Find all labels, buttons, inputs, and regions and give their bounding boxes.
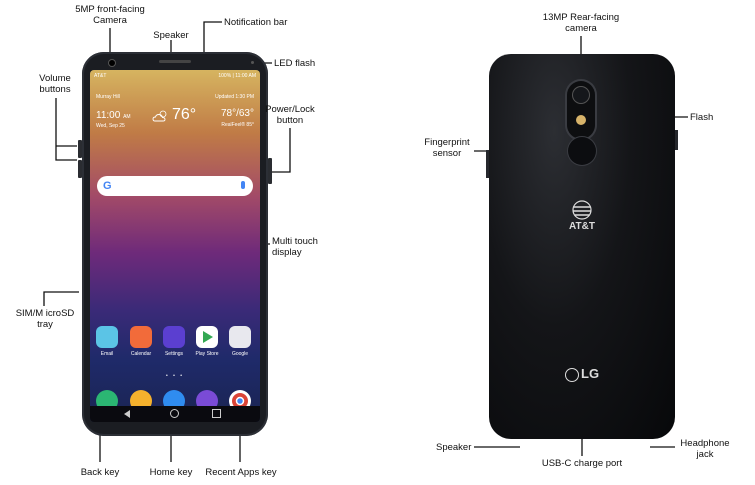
google-search-bar[interactable]: G: [97, 176, 253, 196]
google-g-icon: G: [103, 180, 112, 192]
status-bar: AT&T 100% | 11:00 AM: [94, 73, 256, 79]
callout-sim-l2: tray: [37, 319, 53, 330]
callout-volume-l2: buttons: [39, 84, 71, 95]
chrome-ring-icon: [232, 393, 248, 409]
rear-camera-lens: [573, 87, 589, 103]
clock-time: 11:00 AM: [96, 110, 131, 121]
callout-volume-l1: Volume: [39, 73, 71, 84]
weather-realfeel: RealFeel® 85°: [221, 122, 254, 128]
clock-ampm: AM: [123, 114, 131, 120]
callout-front-camera-l2: Camera: [93, 15, 127, 26]
weather-temp: 76°: [172, 106, 197, 123]
play-triangle-icon: [203, 331, 213, 343]
callout-front-camera-l1: 5MP front-facing: [75, 4, 145, 15]
settings-app-icon[interactable]: [163, 326, 185, 348]
callout-headphone-l2: jack: [696, 449, 714, 460]
app-label-play-store: Play Store: [195, 351, 219, 357]
status-right: 100% | 11:00 AM: [218, 73, 256, 79]
lg-brand-text: LG: [581, 366, 600, 381]
recent-apps-key-icon[interactable]: [212, 409, 221, 418]
back-key-icon[interactable]: [124, 410, 130, 418]
callout-fingerprint-l2: sensor: [432, 148, 462, 159]
callout-multi-touch-l1: Multi touch: [272, 236, 318, 247]
app-label-google: Google: [231, 351, 249, 357]
callout-speaker-top: Speaker: [153, 30, 189, 41]
calendar-app-icon[interactable]: [130, 326, 152, 348]
callout-rear-camera-l2: camera: [565, 23, 597, 34]
callout-front-camera: 5MP front-facing Camera: [74, 4, 146, 26]
fingerprint-sensor[interactable]: [568, 137, 596, 165]
cloud-sun-icon: [152, 110, 167, 122]
callout-back-key: Back key: [80, 467, 120, 478]
phone-front: AT&T 100% | 11:00 AM Murray Hill Updated…: [82, 52, 268, 436]
lg-logo-icon: [565, 368, 579, 382]
att-brand-text: AT&T: [569, 221, 595, 232]
weather-updated: Updated 1:30 PM: [215, 94, 254, 100]
home-key-icon[interactable]: [170, 409, 179, 418]
callout-home-key: Home key: [149, 467, 193, 478]
callout-rear-camera: 13MP Rear-facing camera: [540, 12, 622, 34]
navigation-bar: [90, 406, 260, 422]
callout-notification-bar: Notification bar: [224, 17, 288, 28]
volume-down-button[interactable]: [78, 160, 82, 178]
callout-recent-apps: Recent Apps key: [205, 467, 277, 478]
front-camera: [109, 60, 115, 66]
play-store-app-icon[interactable]: [196, 326, 218, 348]
power-line: [270, 128, 291, 173]
callout-sim: SIM/M icroSD tray: [14, 308, 76, 330]
app-label-settings: Settings: [164, 351, 184, 357]
volume-line: [55, 98, 77, 161]
earpiece-speaker: [159, 60, 191, 63]
callout-led-flash: LED flash: [274, 58, 316, 69]
phone-back: AT&T LG: [489, 54, 675, 439]
carrier-label: AT&T: [94, 73, 107, 79]
callout-speaker-bottom: Speaker: [436, 442, 472, 453]
back-side-button-right[interactable]: [675, 130, 678, 150]
callout-usb-c: USB-C charge port: [541, 458, 623, 469]
app-label-email: Email: [100, 351, 114, 357]
app-label-calendar: Calendar: [130, 351, 152, 357]
rear-flash: [576, 115, 586, 125]
weather-location: Murray Hill: [96, 94, 120, 100]
callout-rear-camera-l1: 13MP Rear-facing: [542, 12, 620, 23]
callout-power-l1: Power/Lock: [265, 104, 315, 115]
back-side-button[interactable]: [486, 150, 489, 178]
att-globe-icon: [572, 200, 592, 220]
rear-camera-module: [567, 81, 595, 139]
callout-power-l2: button: [276, 115, 304, 126]
weather-hilo: 78°/63°: [220, 108, 254, 119]
callout-fingerprint-l1: Fingerprint: [424, 137, 470, 148]
volume-up-button[interactable]: [78, 140, 82, 158]
callout-flash: Flash: [690, 112, 714, 123]
led-flash: [251, 61, 254, 64]
page-indicator: • • •: [166, 373, 185, 379]
callout-power: Power/Lock button: [262, 104, 318, 126]
sim-line: [43, 291, 79, 306]
power-lock-button[interactable]: [268, 158, 272, 184]
callout-fingerprint: Fingerprint sensor: [418, 137, 476, 159]
email-app-icon[interactable]: [96, 326, 118, 348]
callout-sim-l1: SIM/M icroSD: [15, 308, 75, 319]
google-folder-icon[interactable]: [229, 326, 251, 348]
callout-multi-touch: Multi touch display: [272, 236, 318, 258]
display: AT&T 100% | 11:00 AM Murray Hill Updated…: [90, 70, 260, 422]
clock-digits: 11:00: [96, 110, 121, 121]
clock-date: Wed, Sep 25: [96, 123, 125, 129]
mic-icon[interactable]: [241, 181, 245, 189]
callout-headphone: Headphone jack: [674, 438, 736, 460]
callout-volume: Volume buttons: [30, 73, 80, 95]
callout-headphone-l1: Headphone: [680, 438, 730, 449]
callout-multi-touch-l2: display: [272, 247, 302, 258]
